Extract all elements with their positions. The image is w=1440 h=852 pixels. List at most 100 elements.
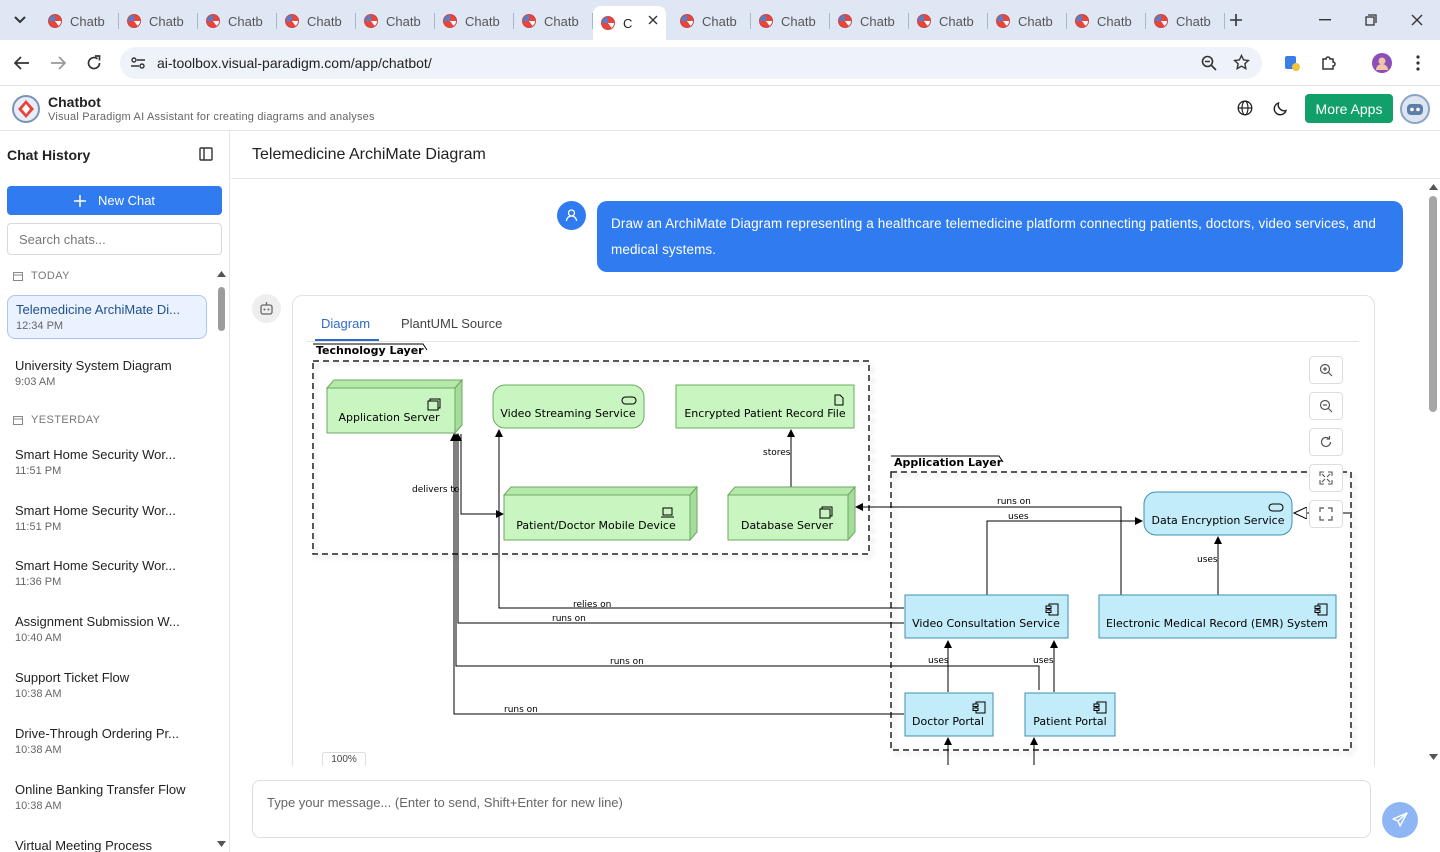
url-text[interactable]: ai-toolbox.visual-paradigm.com/app/chatb… [157,55,432,71]
chat-item-time: 10:38 AM [15,744,199,756]
browser-tab[interactable]: Chatb [435,8,514,34]
node-patient-doctor-mobile-device[interactable]: Patient/Doctor Mobile Device [504,487,697,540]
node-database-server[interactable]: Database Server [728,487,855,540]
sidebar-scrollbar[interactable] [216,271,226,851]
browser-tab[interactable]: Chatb [751,8,830,34]
fullscreen-button[interactable] [1309,500,1343,528]
extension-badge-icon[interactable] [1280,51,1304,75]
zoom-in-icon [1319,363,1333,377]
restore-icon[interactable] [1357,8,1385,32]
main-scroll-thumb[interactable] [1429,196,1437,412]
assistant-avatar-icon[interactable] [1400,94,1430,124]
tab-title: Chatb [702,14,737,29]
chat-item-university[interactable]: University System Diagram 9:03 AM [7,352,207,394]
chat-item[interactable]: Support Ticket Flow10:38 AM [7,664,207,706]
node-data-encryption-service[interactable]: Data Encryption Service [1144,492,1292,535]
browser-tab[interactable]: Chatb [198,8,277,34]
chat-item-title: Drive-Through Ordering Pr... [15,726,199,741]
send-button[interactable] [1382,802,1418,838]
browser-menu-icon[interactable] [1406,51,1430,75]
dark-mode-moon-icon[interactable] [1273,100,1289,121]
address-bar[interactable]: ai-toolbox.visual-paradigm.com/app/chatb… [120,47,1262,79]
new-chat-button[interactable]: New Chat [7,186,222,215]
tab-favicon-icon [522,14,536,28]
chat-item[interactable]: Assignment Submission W...10:40 AM [7,608,207,650]
archimate-diagram-canvas[interactable]: Technology Layer Application Layer deliv… [306,339,1358,765]
browser-tab[interactable]: Chatb [830,8,909,34]
tab-favicon-icon [48,14,62,28]
node-encrypted-patient-record-file[interactable]: Encrypted Patient Record File [676,385,854,428]
zoom-in-button[interactable] [1309,356,1343,384]
node-label: Database Server [741,519,834,532]
zoom-out-button[interactable] [1309,392,1343,420]
tab-favicon-icon [996,14,1010,28]
new-tab-plus-icon[interactable] [1224,8,1248,32]
fit-to-screen-button[interactable] [1309,464,1343,492]
bookmark-star-icon[interactable] [1233,54,1250,76]
forward-arrow-icon[interactable] [46,51,70,75]
chat-item[interactable]: Smart Home Security Wor...11:36 PM [7,552,207,594]
scroll-down-arrow-icon[interactable] [217,841,226,848]
group-label: TODAY [31,270,70,282]
browser-tab[interactable]: C [593,6,666,40]
chat-item[interactable]: Virtual Meeting Process [7,832,207,852]
chat-item-title: Assignment Submission W... [15,614,199,629]
edge-label-relies-on: relies on [573,600,611,610]
collapse-sidebar-icon[interactable] [199,147,213,166]
chat-item-telemedicine[interactable]: Telemedicine ArchiMate Di... 12:34 PM [7,295,207,339]
search-chats-input[interactable] [7,223,222,255]
node-application-server[interactable]: Application Server [327,380,462,433]
site-settings-icon[interactable] [130,55,146,76]
tab-favicon-icon [443,14,457,28]
main-scrollbar[interactable] [1426,180,1440,766]
browser-tab[interactable]: Chatb [514,8,593,34]
sidebar-scroll-thumb[interactable] [218,287,225,331]
profile-avatar-icon[interactable] [1370,51,1394,75]
browser-tab[interactable]: Chatb [988,8,1067,34]
minimize-icon[interactable] [1311,8,1339,32]
chat-item[interactable]: Drive-Through Ordering Pr... 10:38 AM [7,720,207,762]
chat-item-time: 11:51 PM [15,521,199,533]
node-emr-system[interactable]: Electronic Medical Record (EMR) System [1099,595,1336,638]
node-video-streaming-service[interactable]: Video Streaming Service [493,385,644,428]
reset-zoom-button[interactable] [1309,428,1343,456]
browser-tab[interactable]: Chatb [1146,8,1225,34]
browser-tab-strip: ChatbChatbChatbChatbChatbChatbChatbCChat… [0,0,1440,40]
close-tab-icon[interactable] [648,15,658,25]
node-video-consultation-service[interactable]: Video Consultation Service [905,595,1068,638]
tab-favicon-icon [601,16,615,30]
zoom-magnifier-icon[interactable] [1201,55,1217,76]
browser-tab[interactable]: Chatb [119,8,198,34]
browser-tab[interactable]: Chatb [277,8,356,34]
app-subtitle: Visual Paradigm AI Assistant for creatin… [48,111,375,123]
back-arrow-icon[interactable] [10,51,34,75]
chat-item[interactable]: Smart Home Security Wor...11:51 PM [7,441,207,483]
chat-item[interactable]: Smart Home Security Wor...11:51 PM [7,497,207,539]
tab-plantuml-source[interactable]: PlantUML Source [401,316,502,331]
tab-title: Chatb [1097,14,1132,29]
browser-tab[interactable]: Chatb [40,8,119,34]
app-title: Chatbot [48,94,101,110]
chat-item-title: Smart Home Security Wor... [15,447,199,462]
tab-title: Chatb [1018,14,1053,29]
chat-item[interactable]: Online Banking Transfer Flow10:38 AM [7,776,207,818]
reload-icon[interactable] [82,51,106,75]
group-yesterday: YESTERDAY [13,414,100,426]
close-window-icon[interactable] [1403,8,1431,32]
browser-tab[interactable]: Chatb [356,8,435,34]
message-input[interactable] [252,780,1371,838]
tab-diagram[interactable]: Diagram [321,316,370,331]
browser-tab[interactable]: Chatb [672,8,751,34]
node-doctor-portal[interactable]: Doctor Portal [905,693,993,736]
tab-search-chevron-icon[interactable] [8,8,32,32]
browser-tab[interactable]: Chatb [909,8,988,34]
more-apps-button[interactable]: More Apps [1305,94,1393,123]
group-today: TODAY [13,270,70,282]
fit-screen-icon [1319,471,1333,485]
extensions-puzzle-icon[interactable] [1317,51,1341,75]
browser-tab[interactable]: Chatb [1067,8,1146,34]
language-globe-icon[interactable] [1237,100,1253,121]
tab-title: Chatb [544,14,579,29]
application-layer-label: Application Layer [894,456,1003,469]
node-patient-portal[interactable]: Patient Portal [1025,693,1115,736]
